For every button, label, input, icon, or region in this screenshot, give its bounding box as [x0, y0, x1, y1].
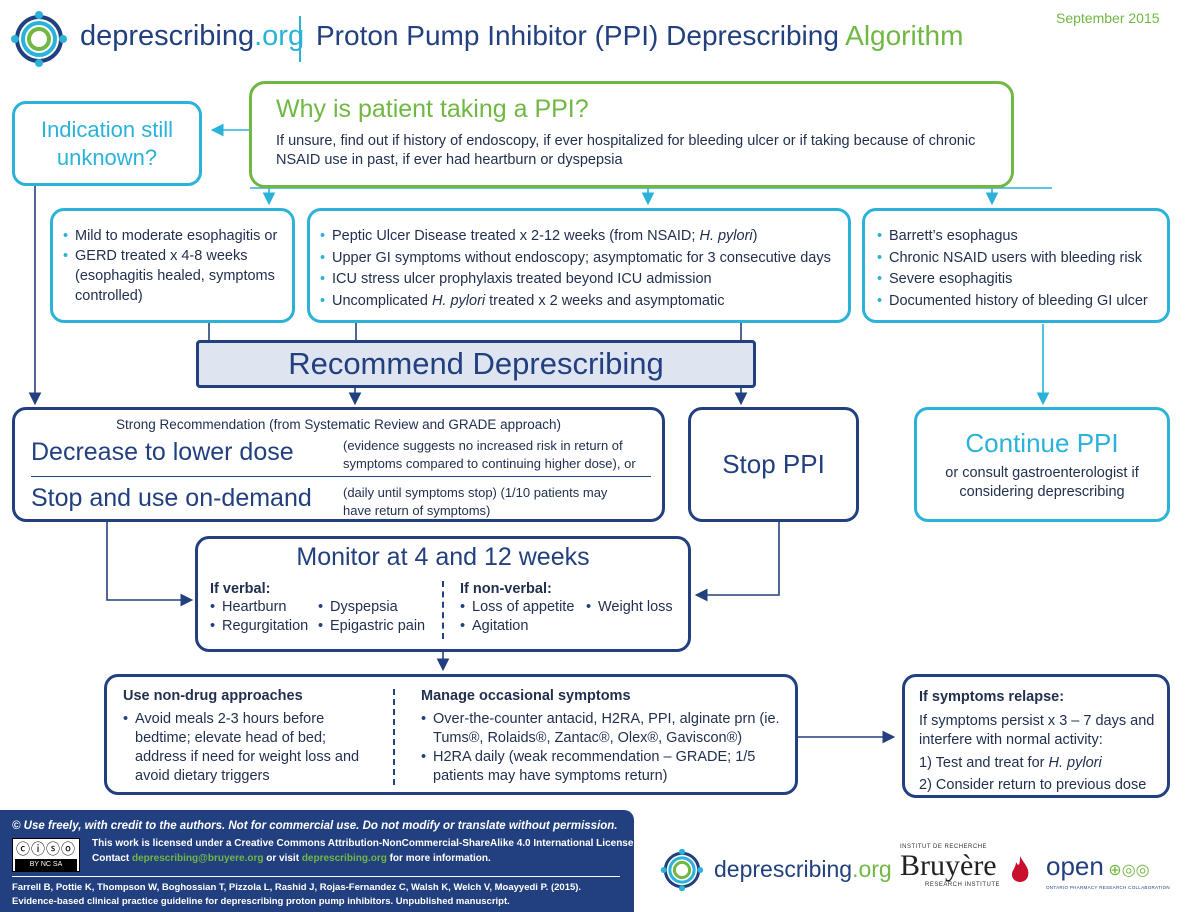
footer-brand: deprescribing.org — [714, 856, 892, 882]
pud-item: ICU stress ulcer prophylaxis treated bey… — [320, 269, 842, 291]
decrease-divider — [31, 476, 651, 477]
verbal-symptom: Dyspepsia — [318, 598, 425, 617]
nonverbal-symptom: Agitation — [460, 617, 574, 636]
bruyere-small: INSTITUT DE RECHERCHE — [900, 844, 988, 850]
indication-unknown-box: Indication still unknown? — [12, 101, 202, 186]
management-box: Use non-drug approaches Avoid meals 2-3 … — [104, 674, 798, 795]
flame-icon — [1011, 856, 1029, 882]
pud-box: Peptic Ulcer Disease treated x 2-12 week… — [307, 208, 851, 323]
bruyere-logo: INSTITUT DE RECHERCHE Bruyère RESEARCH I… — [900, 844, 1030, 904]
h-pylori: H. pylori — [431, 292, 486, 309]
deprescribing-logo-icon — [660, 848, 704, 892]
title-accent: Algorithm — [845, 20, 964, 51]
nonverbal-symptom: Weight loss — [586, 598, 673, 617]
why-title: Why is patient taking a PPI? — [276, 95, 589, 123]
barrett-box: Barrett’s esophagus Chronic NSAID users … — [862, 208, 1170, 323]
header-brand: deprescribing.org — [80, 20, 304, 53]
h-pylori: H. pylori — [1048, 755, 1102, 771]
page-title: Proton Pump Inhibitor (PPI) Deprescribin… — [316, 20, 963, 52]
contact-email-link[interactable]: deprescribing@bruyere.org — [132, 853, 264, 864]
deprescribing-logo-icon — [11, 11, 67, 67]
occasional-item: H2RA daily (weak recommendation – GRADE;… — [421, 748, 785, 786]
indication-unknown-text: Indication still unknown? — [40, 116, 174, 170]
date-label: September 2015 — [1056, 10, 1160, 26]
relapse-step: 1) Test and treat for H. pylori — [919, 755, 1102, 771]
header: deprescribing.org Proton Pump Inhibitor … — [0, 0, 1200, 80]
monitor-box: Monitor at 4 and 12 weeks If verbal: Hea… — [195, 536, 691, 652]
relapse-title: If symptoms relapse: — [919, 689, 1065, 705]
recommend-text: Recommend Deprescribing — [288, 346, 664, 381]
gerd-item: Mild to moderate esophagitis or — [63, 226, 284, 246]
pud-item: Upper GI symptoms without endoscopy; asy… — [320, 248, 842, 270]
verbal-label: If verbal: — [210, 581, 271, 597]
decrease-box: Strong Recommendation (from Systematic R… — [12, 407, 665, 522]
open-symbols-icon: ⊕◎◎ — [1103, 862, 1150, 879]
nondrug-item: Avoid meals 2-3 hours before bedtime; el… — [123, 710, 375, 786]
open-sub: ONTARIO PHARMACY RESEARCH COLLABORATION — [1046, 885, 1170, 890]
contact-text: Contact deprescribing@bruyere.org or vis… — [92, 853, 491, 864]
h-pylori: H. pylori — [699, 228, 753, 244]
open-name: open ⊕◎◎ — [1046, 851, 1150, 881]
management-divider — [393, 689, 395, 785]
relapse-step: 2) Consider return to previous dose — [919, 777, 1147, 793]
on-demand-option: Stop and use on-demand — [31, 484, 312, 512]
header-divider — [299, 16, 301, 62]
barrett-item: Chronic NSAID users with bleeding risk — [877, 248, 1161, 270]
gerd-box: Mild to moderate esophagitis or GERD tre… — [50, 208, 295, 323]
relapse-text: If symptoms persist x 3 – 7 days and int… — [919, 713, 1155, 748]
monitor-divider — [442, 581, 444, 639]
stop-ppi-text: Stop PPI — [722, 449, 825, 479]
continue-ppi-title: Continue PPI — [965, 428, 1119, 458]
cc-license-badge: ⓒⓘⓢⓞ BY NC SA — [12, 838, 80, 872]
why-box: Why is patient taking a PPI? If unsure, … — [249, 81, 1014, 188]
gerd-item: GERD treated x 4-8 weeks (esophagitis he… — [63, 246, 284, 306]
brand-tld: .org — [254, 20, 305, 52]
decrease-option: Decrease to lower dose — [31, 438, 294, 466]
license-text: This work is licensed under a Creative C… — [92, 838, 637, 849]
why-text: If unsure, find out if history of endosc… — [276, 133, 976, 168]
citation-line: Evidence-based clinical practice guideli… — [12, 896, 510, 907]
occasional-item: Over-the-counter antacid, H2RA, PPI, alg… — [421, 710, 785, 748]
cc-badge-text: BY NC SA — [15, 859, 77, 871]
monitor-title: Monitor at 4 and 12 weeks — [296, 543, 590, 571]
bruyere-name: Bruyère — [900, 849, 997, 882]
barrett-item: Barrett’s esophagus — [877, 226, 1161, 248]
continue-ppi-sub: or consult gastroenterologist if conside… — [945, 465, 1139, 500]
bruyere-sub: RESEARCH INSTITUTE — [924, 882, 1000, 888]
verbal-symptom: Epigastric pain — [318, 617, 425, 636]
continue-ppi-box: Continue PPI or consult gastroenterologi… — [914, 407, 1170, 522]
contact-site-link[interactable]: deprescribing.org — [301, 853, 387, 864]
use-freely-text: © Use freely, with credit to the authors… — [12, 820, 618, 832]
verbal-symptom: Regurgitation — [210, 617, 308, 636]
brand-main: deprescribing — [80, 20, 255, 52]
pud-item: Uncomplicated H. pylori treated x 2 week… — [320, 291, 842, 313]
recommend-box: Recommend Deprescribing — [196, 340, 756, 388]
occasional-title: Manage occasional symptoms — [421, 688, 631, 704]
footer-divider — [12, 876, 620, 877]
cc-icons: ⓒⓘⓢⓞ — [16, 841, 76, 857]
decrease-header: Strong Recommendation (from Systematic R… — [116, 417, 561, 432]
on-demand-note: (daily until symptoms stop) (1/10 patien… — [343, 485, 608, 518]
open-logo: open ⊕◎◎ ONTARIO PHARMACY RESEARCH COLLA… — [1046, 852, 1176, 892]
decrease-note: (evidence suggests no increased risk in … — [343, 438, 636, 471]
nonverbal-label: If non-verbal: — [460, 581, 552, 597]
stop-ppi-box: Stop PPI — [688, 407, 859, 522]
citation-line: Farrell B, Pottie K, Thompson W, Boghoss… — [12, 882, 582, 893]
verbal-symptom: Heartburn — [210, 598, 308, 617]
nondrug-title: Use non-drug approaches — [123, 688, 303, 704]
license-footer: © Use freely, with credit to the authors… — [0, 810, 637, 912]
barrett-item: Documented history of bleeding GI ulcer — [877, 291, 1161, 313]
pud-item: Peptic Ulcer Disease treated x 2-12 week… — [320, 226, 842, 248]
relapse-box: If symptoms relapse: If symptoms persist… — [902, 674, 1170, 798]
barrett-item: Severe esophagitis — [877, 269, 1161, 291]
title-main: Proton Pump Inhibitor (PPI) Deprescribin… — [316, 20, 839, 51]
nonverbal-symptom: Loss of appetite — [460, 598, 574, 617]
